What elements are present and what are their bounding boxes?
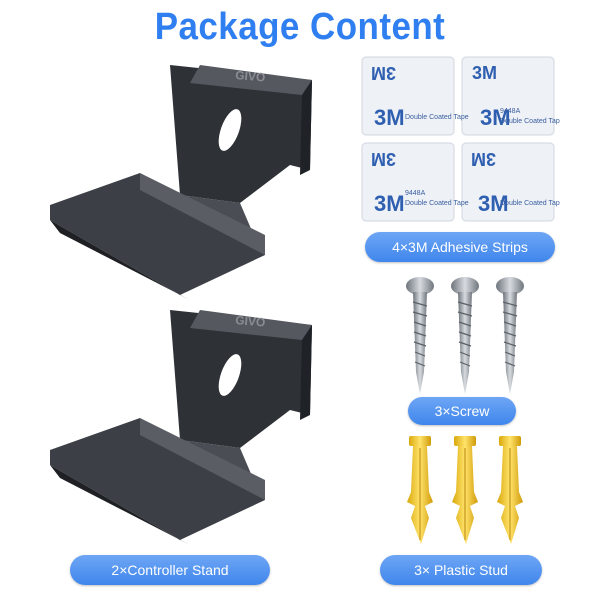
adhesive-strips-image: 3M 3M 3M 3M 3M 3M 3M 3M 9448A 9448A Doub…	[361, 56, 560, 222]
controller-stand-image-1: GIVO	[50, 65, 312, 300]
strip-desc: Double Coated Tape	[405, 114, 469, 121]
screw-label: 3×Screw	[408, 397, 516, 425]
strip-brand: 3M	[471, 149, 496, 169]
strip-brand: 3M	[480, 105, 511, 130]
stand-logo-1: GIVO	[235, 68, 266, 85]
strip-brand: 3M	[371, 149, 396, 169]
plastic-stud-label: 3× Plastic Stud	[380, 555, 542, 585]
strip-desc: Double Coated Tape	[500, 118, 560, 125]
stand-logo-2: GIVO	[235, 313, 266, 330]
strip-brand: 3M	[472, 63, 497, 83]
screws-image	[406, 277, 524, 394]
strip-brand: 3M	[478, 191, 509, 216]
strip-model: 9448A	[405, 190, 426, 197]
strip-model: 9448A	[500, 108, 521, 115]
controller-stand-label: 2×Controller Stand	[70, 555, 270, 585]
strip-desc: Double Coated Tape	[405, 200, 469, 207]
strip-brand: 3M	[374, 191, 405, 216]
adhesive-strips-label: 4×3M Adhesive Strips	[365, 232, 555, 262]
controller-stand-image-2: GIVO	[50, 310, 312, 545]
strip-brand: 3M	[374, 105, 405, 130]
strip-desc: Double Coated Tape	[500, 200, 560, 207]
strip-brand: 3M	[371, 63, 396, 83]
page-title: Package Content	[154, 6, 446, 48]
plastic-studs-image	[407, 436, 523, 544]
